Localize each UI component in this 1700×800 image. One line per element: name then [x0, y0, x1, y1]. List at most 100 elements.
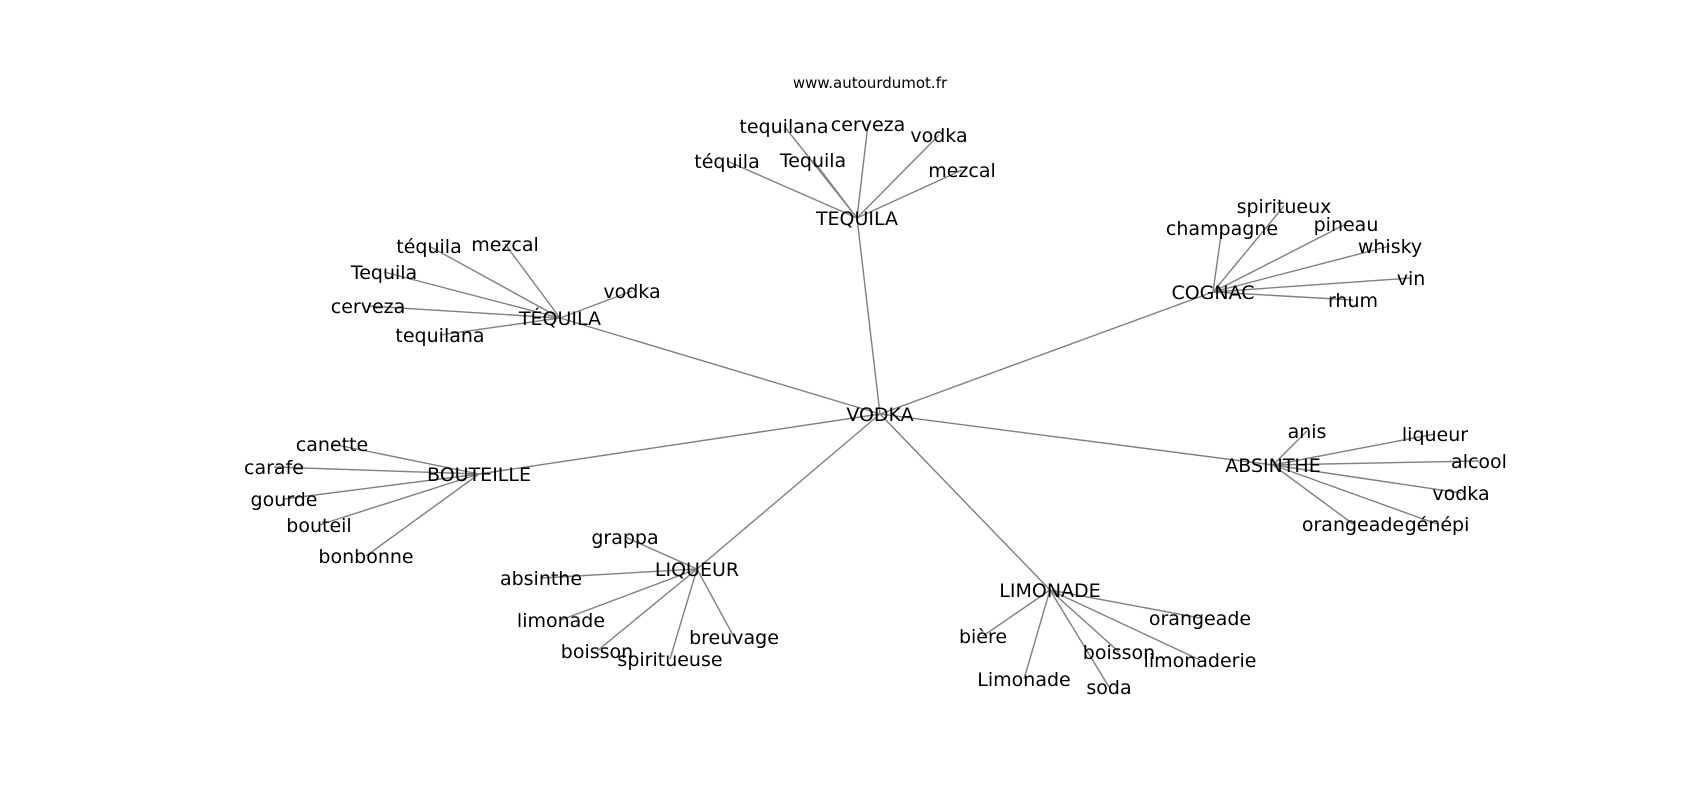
leaf-node-tequila: téquila: [694, 151, 759, 173]
edge-bouteille-leaf: [283, 473, 480, 500]
edge-limonade-leaf: [1023, 589, 1051, 680]
leaf-node-tequila: cerveza: [831, 114, 906, 136]
edge-cognac-leaf: [1212, 277, 1412, 293]
edge-absinthe-leaf: [1272, 460, 1480, 466]
leaf-node-bouteille: carafe: [244, 457, 304, 479]
edge-absinthe-leaf: [1272, 433, 1436, 466]
edge-tequila-leaf: [856, 123, 869, 219]
edge-bouteille-leaf: [318, 473, 480, 526]
edge-tequila-leaf: [726, 160, 858, 219]
leaf-node-tequila-accent: Tequila: [350, 262, 417, 284]
leaf-node-cognac: vin: [1397, 268, 1426, 290]
hub-node-liqueur: LIQUEUR: [655, 559, 739, 581]
leaf-node-bouteille: bonbonne: [318, 546, 413, 568]
edge-cognac-leaf: [1212, 205, 1285, 293]
leaf-node-cognac: pineau: [1314, 214, 1379, 236]
leaf-node-liqueur: boisson: [561, 641, 633, 663]
leaf-node-liqueur: grappa: [591, 527, 658, 549]
leaf-node-tequila: mezcal: [928, 160, 996, 182]
edge-center-bouteille: [478, 413, 881, 475]
edge-cognac-leaf: [1212, 223, 1347, 293]
edge-tequila-accent-leaf: [428, 245, 561, 319]
edge-cognac-leaf: [1212, 291, 1354, 301]
leaf-node-cognac: rhum: [1328, 290, 1378, 312]
hub-node-absinthe: ABSINTHE: [1225, 455, 1320, 477]
edge-tequila-accent-leaf: [559, 290, 633, 319]
center-node-label: VODKA: [846, 404, 913, 426]
hub-node-tequila-accent: TÉQUILA: [518, 307, 601, 330]
edges: [273, 123, 1480, 688]
edge-liqueur-leaf: [696, 568, 735, 638]
edge-liqueur-leaf: [560, 568, 698, 621]
edge-liqueur-leaf: [596, 568, 698, 652]
edge-tequila-accent-leaf: [367, 305, 561, 319]
leaf-node-bouteille: gourde: [251, 489, 318, 511]
edge-center-absinthe: [879, 413, 1274, 466]
edge-tequila-accent-leaf: [383, 271, 561, 319]
leaf-node-absinthe: orangeade: [1302, 514, 1404, 536]
hub-node-limonade: LIMONADE: [999, 580, 1100, 602]
leaf-node-tequila: tequilana: [739, 116, 828, 138]
leaf-node-absinthe: vodka: [1432, 483, 1489, 505]
leaf-node-limonade: limonaderie: [1144, 650, 1257, 672]
leaf-node-cognac: whisky: [1358, 236, 1422, 258]
leaf-node-tequila-accent: tequilana: [395, 325, 484, 347]
edge-absinthe-leaf: [1272, 430, 1308, 466]
hub-node-tequila: TEQUILA: [815, 208, 898, 230]
leaf-node-bouteille: canette: [296, 434, 368, 456]
leaf-node-liqueur: spiritueuse: [617, 649, 722, 671]
leaf-node-limonade: boisson: [1083, 642, 1155, 664]
edge-liqueur-leaf: [624, 536, 698, 570]
edge-center-cognac: [879, 291, 1214, 415]
leaf-node-tequila: Tequila: [779, 150, 846, 172]
leaf-node-bouteille: bouteil: [286, 515, 351, 537]
edge-cognac-leaf: [1212, 245, 1391, 293]
leaf-node-absinthe: alcool: [1451, 451, 1507, 473]
edge-liqueur-leaf: [540, 568, 698, 579]
leaf-node-tequila-accent: cerveza: [331, 296, 406, 318]
edge-tequila-accent-leaf: [439, 317, 561, 336]
leaf-node-tequila-accent: téquila: [396, 236, 461, 258]
edge-absinthe-leaf: [1272, 464, 1438, 525]
edge-limonade-leaf: [1049, 589, 1201, 619]
edge-limonade-leaf: [1049, 589, 1110, 688]
edge-tequila-accent-leaf: [504, 243, 561, 319]
edge-bouteille-leaf: [365, 473, 480, 557]
leaf-node-limonade: Limonade: [977, 669, 1070, 691]
leaf-node-liqueur: absinthe: [500, 568, 582, 590]
leaf-node-absinthe: génépi: [1405, 514, 1470, 536]
edge-limonade-leaf: [1049, 589, 1201, 661]
hub-node-cognac: COGNAC: [1171, 282, 1254, 304]
edge-absinthe-leaf: [1272, 464, 1354, 525]
hub-node-bouteille: BOUTEILLE: [427, 464, 531, 486]
leaf-node-limonade: bière: [959, 626, 1007, 648]
edge-limonade-leaf: [1049, 589, 1120, 653]
leaf-node-liqueur: limonade: [517, 610, 605, 632]
edge-tequila-leaf: [856, 169, 963, 219]
edge-center-limonade: [879, 413, 1051, 591]
leaf-node-cognac: champagne: [1166, 218, 1278, 240]
leaf-node-cognac: spiritueux: [1237, 196, 1332, 218]
leaf-node-absinthe: anis: [1288, 421, 1327, 443]
edge-limonade-leaf: [982, 589, 1051, 637]
edge-tequila-leaf: [812, 159, 858, 219]
leaf-node-liqueur: breuvage: [689, 627, 779, 649]
leaf-node-limonade: soda: [1086, 677, 1131, 699]
leaf-node-limonade: orangeade: [1149, 608, 1251, 630]
edge-cognac-leaf: [1212, 227, 1223, 293]
edge-bouteille-leaf: [331, 443, 480, 475]
edge-tequila-leaf: [856, 134, 940, 219]
edge-liqueur-leaf: [669, 568, 698, 660]
edge-bouteille-leaf: [273, 466, 480, 475]
edge-center-liqueur: [696, 413, 881, 570]
edge-center-tequila-accent: [559, 317, 881, 415]
leaf-node-tequila: vodka: [910, 125, 967, 147]
edge-center-tequila: [856, 217, 881, 415]
site-watermark: www.autourdumot.fr: [793, 74, 948, 92]
leaf-node-tequila-accent: mezcal: [471, 234, 539, 256]
edge-absinthe-leaf: [1272, 464, 1462, 494]
leaf-node-tequila-accent: vodka: [603, 281, 660, 303]
leaf-node-absinthe: liqueur: [1402, 424, 1468, 446]
